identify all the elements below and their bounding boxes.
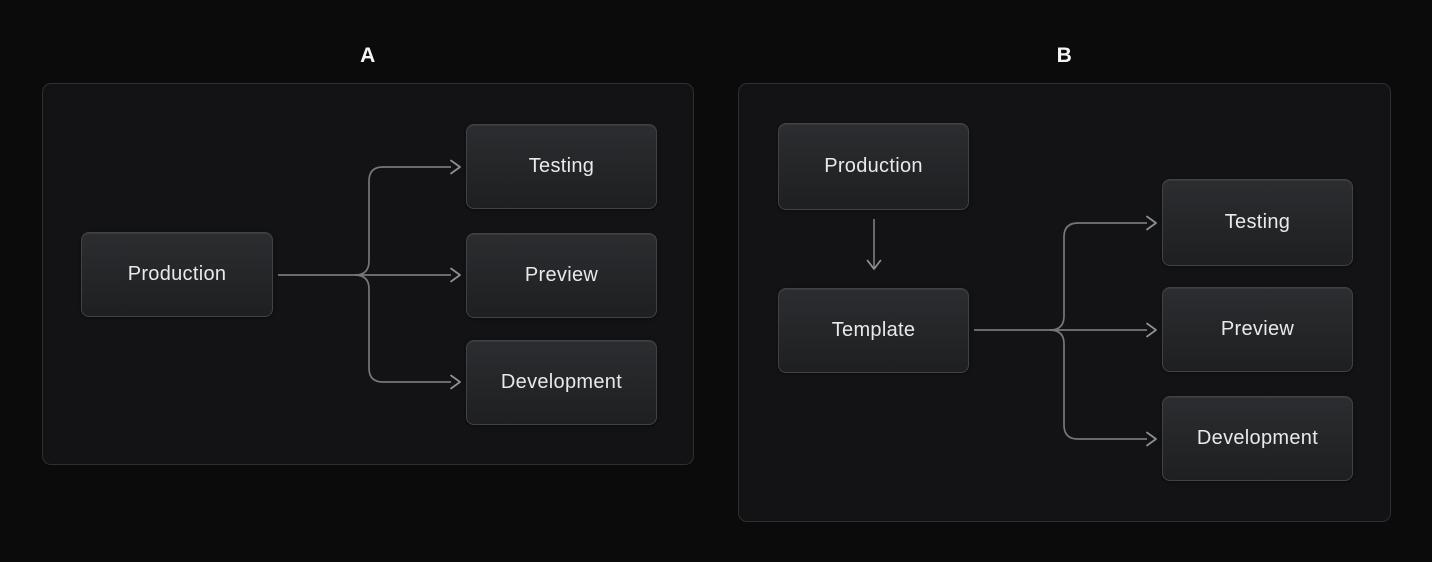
edge-template-testing <box>1049 222 1147 331</box>
node-testing: Testing <box>1162 179 1353 266</box>
arrowhead-development-icon <box>1146 431 1157 447</box>
node-testing-label: Testing <box>528 155 595 177</box>
arrowhead-preview-icon <box>1146 322 1157 338</box>
node-preview-label: Preview <box>1220 318 1295 340</box>
node-testing: Testing <box>466 124 657 209</box>
arrowhead-testing-icon <box>450 159 461 175</box>
node-testing-label: Testing <box>1224 211 1291 233</box>
arrowhead-testing-icon <box>1146 215 1157 231</box>
node-development-label: Development <box>1196 427 1319 449</box>
edge-production-development <box>354 274 451 383</box>
node-development-label: Development <box>500 371 623 393</box>
node-production: Production <box>81 232 273 317</box>
panel-a: Production Testing Preview Development <box>42 83 694 465</box>
node-preview-label: Preview <box>524 264 599 286</box>
panel-b-label: B <box>1056 44 1073 67</box>
panel-b: Production Template Testing Preview Deve… <box>738 83 1391 522</box>
arrowhead-development-icon <box>450 374 461 390</box>
node-production: Production <box>778 123 969 210</box>
node-production-label: Production <box>824 155 923 177</box>
panel-a-label: A <box>360 44 376 67</box>
node-development: Development <box>466 340 657 425</box>
edge-template-development <box>1049 329 1147 440</box>
node-production-label: Production <box>127 263 227 285</box>
node-preview: Preview <box>1162 287 1353 372</box>
edge-production-testing <box>354 166 451 276</box>
node-preview: Preview <box>466 233 657 318</box>
arrowhead-template-icon <box>866 259 882 270</box>
node-template: Template <box>778 288 969 373</box>
arrowhead-preview-icon <box>450 267 461 283</box>
node-template-label: Template <box>831 319 916 341</box>
node-development: Development <box>1162 396 1353 481</box>
